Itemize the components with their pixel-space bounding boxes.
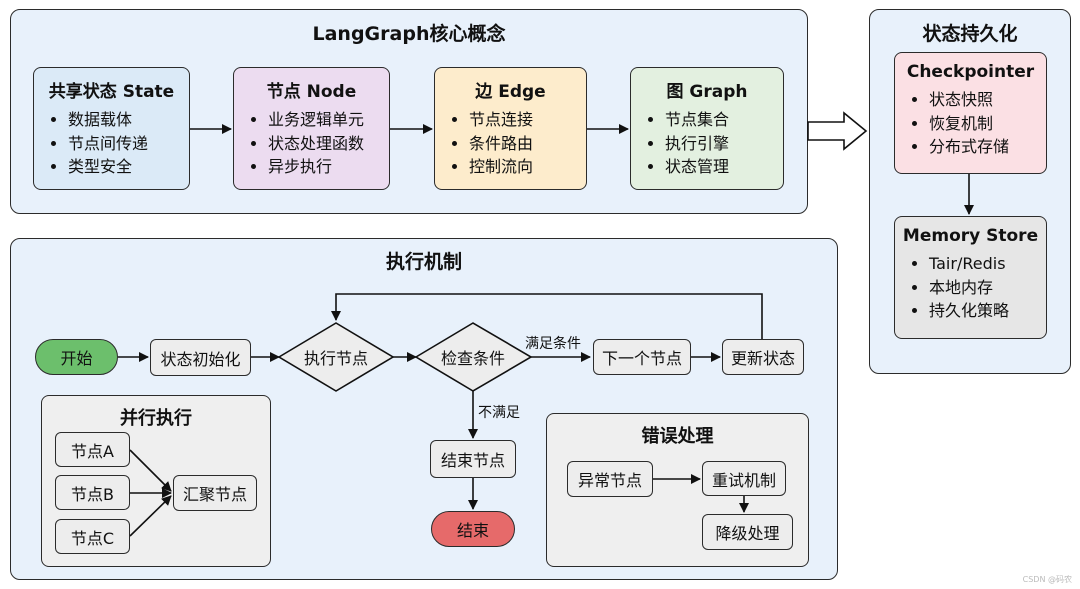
next-node: 下一个节点: [593, 339, 691, 375]
graph-card-title: 图 Graph: [666, 82, 748, 102]
memory-store-card-list: Tair/Redis 本地内存 持久化策略: [895, 252, 1046, 323]
list-item: 状态处理函数: [268, 132, 389, 156]
list-item: 节点间传递: [68, 132, 189, 156]
node-card-list: 业务逻辑单元 状态处理函数 异步执行: [234, 108, 389, 179]
error-title: 错误处理: [641, 426, 714, 447]
checkpointer-card: Checkpointer 状态快照 恢复机制 分布式存储: [894, 52, 1047, 174]
satisfied-label: 满足条件: [525, 336, 581, 352]
list-item: 业务逻辑单元: [268, 108, 389, 132]
list-item: 持久化策略: [929, 299, 1046, 323]
degrade-node: 降级处理: [702, 514, 793, 550]
list-item: 类型安全: [68, 155, 189, 179]
state-card: 共享状态 State 数据载体 节点间传递 类型安全: [33, 67, 190, 190]
check-condition-label: 检查条件: [440, 349, 505, 368]
list-item: 状态快照: [929, 88, 1046, 112]
merge-node: 汇聚节点: [173, 475, 257, 511]
list-item: 条件路由: [469, 132, 586, 156]
list-item: 执行引擎: [665, 132, 783, 156]
memory-store-card: Memory Store Tair/Redis 本地内存 持久化策略: [894, 216, 1047, 339]
list-item: Tair/Redis: [929, 252, 1046, 276]
list-item: 异步执行: [268, 155, 389, 179]
update-state-node: 更新状态: [722, 339, 804, 375]
graph-card: 图 Graph 节点集合 执行引擎 状态管理: [630, 67, 784, 190]
retry-node: 重试机制: [702, 461, 786, 496]
graph-card-list: 节点集合 执行引擎 状态管理: [631, 108, 783, 179]
list-item: 分布式存储: [929, 135, 1046, 159]
edge-card: 边 Edge 节点连接 条件路由 控制流向: [434, 67, 587, 190]
state-card-title: 共享状态 State: [48, 82, 175, 102]
parallel-node-a: 节点A: [55, 432, 130, 467]
list-item: 状态管理: [665, 155, 783, 179]
list-item: 数据载体: [68, 108, 189, 132]
memory-store-card-title: Memory Store: [902, 226, 1039, 246]
parallel-node-c: 节点C: [55, 519, 130, 554]
not-satisfied-label: 不满足: [478, 405, 520, 421]
checkpointer-card-list: 状态快照 恢复机制 分布式存储: [895, 88, 1046, 159]
list-item: 本地内存: [929, 276, 1046, 300]
execution-title: 执行机制: [385, 251, 462, 273]
state-card-list: 数据载体 节点间传递 类型安全: [34, 108, 189, 179]
edge-card-list: 节点连接 条件路由 控制流向: [435, 108, 586, 179]
persist-hollow-arrow: [807, 111, 868, 151]
run-node-label: 执行节点: [303, 349, 368, 368]
finish-node: 结束节点: [430, 440, 516, 478]
list-item: 恢复机制: [929, 112, 1046, 136]
state-init-node: 状态初始化: [150, 339, 251, 376]
list-item: 控制流向: [469, 155, 586, 179]
list-item: 节点集合: [665, 108, 783, 132]
start-node: 开始: [35, 339, 118, 375]
list-item: 节点连接: [469, 108, 586, 132]
checkpointer-card-title: Checkpointer: [906, 62, 1035, 82]
node-card-title: 节点 Node: [266, 82, 357, 102]
end-node: 结束: [431, 511, 515, 547]
edge-card-title: 边 Edge: [475, 82, 546, 102]
core-concepts-title: LangGraph核心概念: [312, 23, 506, 45]
parallel-title: 并行执行: [120, 408, 192, 429]
watermark: CSDN @码农: [1022, 575, 1072, 584]
persistence-title: 状态持久化: [922, 23, 1018, 45]
node-card: 节点 Node 业务逻辑单元 状态处理函数 异步执行: [233, 67, 390, 190]
exception-node: 异常节点: [567, 461, 653, 497]
parallel-node-b: 节点B: [55, 475, 130, 510]
